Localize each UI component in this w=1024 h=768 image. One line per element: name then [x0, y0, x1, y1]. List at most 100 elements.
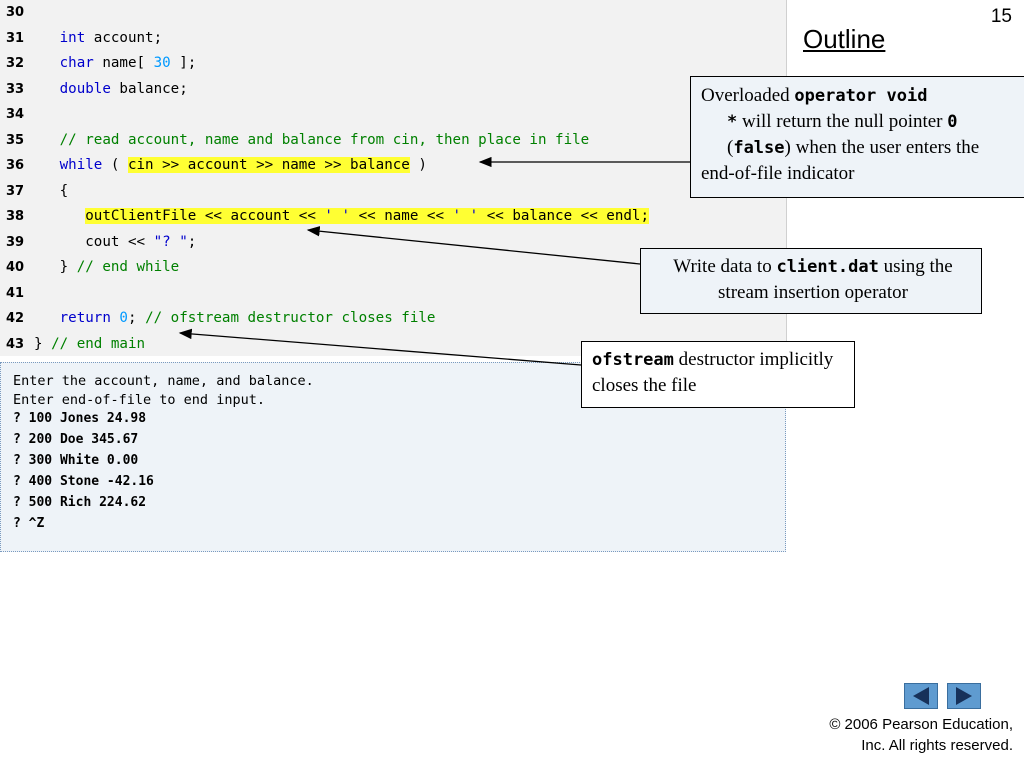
copyright-line: © 2006 Pearson Education, [829, 716, 1013, 733]
code-token: { [34, 182, 69, 199]
callout-operator-void: Overloaded operator void * will return t… [690, 76, 1024, 198]
line-number: 38 [6, 209, 25, 224]
triangle-right-icon [956, 687, 972, 705]
code-token [34, 132, 60, 148]
code-token: int [59, 29, 86, 46]
copyright-line: Inc. All rights reserved. [861, 737, 1013, 754]
callout-code: operator void [794, 86, 928, 106]
output-line: ? ^Z [13, 516, 45, 531]
callout-text: using the stream insertion operator [718, 256, 953, 303]
code-line: 37 { [0, 179, 786, 204]
code-token: ; [187, 233, 197, 250]
code-token: // ofstream destructor closes file [145, 310, 436, 326]
output-line: ? 100 Jones 24.98 [13, 411, 147, 426]
code-token: 30 [153, 55, 171, 71]
callout-text: Write data to [673, 256, 777, 277]
callout-ofstream-destructor: ofstream destructor implicitly closes th… [581, 341, 855, 408]
callout-code: false [733, 138, 785, 158]
code-token [34, 30, 60, 46]
code-text: // read account, name and balance from c… [34, 128, 590, 153]
code-line: 31 int account; [0, 26, 786, 51]
code-token: ' ' [324, 208, 351, 224]
code-text: int account; [34, 26, 163, 51]
code-token: balance; [110, 80, 188, 97]
code-token: cout << [34, 233, 154, 250]
callout-text: will return the null pointer [737, 111, 948, 132]
callout-text: ( [727, 137, 734, 158]
callout-write-data: Write data to client.dat using the strea… [640, 248, 982, 314]
line-number: 35 [6, 132, 25, 148]
code-token: ; [127, 310, 146, 326]
code-line: 39 cout << "? "; [0, 230, 786, 255]
code-text: outClientFile << account << ' ' << name … [34, 204, 650, 229]
code-line: 43} // end main [0, 332, 786, 357]
code-token: // read account, name and balance from c… [59, 131, 590, 148]
code-text: } // end main [34, 332, 145, 357]
code-line: 41 [0, 281, 786, 306]
code-token [34, 310, 60, 326]
code-token: outClientFile << account << [85, 208, 325, 224]
line-number: 34 [6, 107, 25, 122]
code-token: double [59, 80, 111, 97]
code-token [34, 55, 60, 71]
code-text: char name[ 30 ]; [34, 51, 197, 76]
line-number: 39 [6, 234, 25, 250]
code-line: 38 outClientFile << account << ' ' << na… [0, 204, 786, 229]
code-token: } [34, 259, 77, 275]
code-text: { [34, 179, 69, 204]
code-token: } [34, 335, 52, 352]
code-line: 42 return 0; // ofstream destructor clos… [0, 306, 786, 331]
output-line: ? 500 Rich 224.62 [13, 495, 147, 510]
outline-link[interactable]: Outline [803, 24, 886, 54]
code-token [34, 81, 60, 97]
output-line: Enter the account, name, and balance. [13, 373, 314, 389]
line-number: 31 [6, 30, 25, 46]
code-token: cin >> account >> name >> balance [127, 157, 410, 173]
code-token: << name << [350, 208, 453, 224]
code-text: return 0; // ofstream destructor closes … [34, 306, 436, 331]
code-token: ) [409, 157, 427, 173]
callout-text: ) when the user enters the end-of-file i… [701, 137, 980, 184]
output-line: ? 300 White 0.00 [13, 453, 139, 468]
code-token: "? " [153, 233, 188, 250]
code-line: 36 while ( cin >> account >> name >> bal… [0, 153, 786, 178]
code-token: char [59, 55, 94, 71]
code-token: ( [102, 157, 128, 173]
code-token: account; [85, 29, 163, 46]
code-text: while ( cin >> account >> name >> balanc… [34, 153, 427, 178]
output-line: ? 400 Stone -42.16 [13, 474, 154, 489]
code-text: double balance; [34, 77, 188, 102]
line-number: 33 [6, 81, 25, 97]
callout-text: Overloaded [701, 85, 795, 106]
code-line: 33 double balance; [0, 77, 786, 102]
code-token: 0 [119, 310, 128, 326]
line-number: 37 [6, 183, 25, 199]
line-number: 43 [6, 336, 25, 352]
output-line: Enter end-of-file to end input. [13, 392, 265, 408]
line-number: 36 [6, 158, 25, 173]
next-slide-button[interactable] [947, 683, 981, 709]
code-token: // end while [76, 259, 180, 275]
line-number: 32 [6, 56, 25, 71]
code-line: 30 [0, 0, 786, 25]
code-token: ]; [170, 55, 197, 71]
code-token [34, 208, 85, 224]
slide-number: 15 [990, 6, 1012, 27]
line-number: 40 [6, 260, 25, 275]
callout-code: 0 [947, 112, 958, 132]
line-number: 30 [6, 5, 25, 20]
code-token: while [59, 157, 103, 173]
callout-code: ofstream [592, 350, 674, 370]
code-token: // end main [51, 335, 146, 352]
callout-code: * [727, 112, 738, 132]
line-number: 42 [6, 311, 25, 326]
code-text: cout << "? "; [34, 230, 196, 255]
code-token: name[ [93, 55, 154, 71]
previous-slide-button[interactable] [904, 683, 938, 709]
copyright-notice: © 2006 Pearson Education, Inc. All right… [753, 714, 1013, 756]
triangle-left-icon [913, 687, 929, 705]
callout-code: client.dat [776, 257, 879, 277]
code-token: ' ' [452, 208, 479, 224]
code-line: 34 [0, 102, 786, 127]
code-token [34, 157, 60, 173]
